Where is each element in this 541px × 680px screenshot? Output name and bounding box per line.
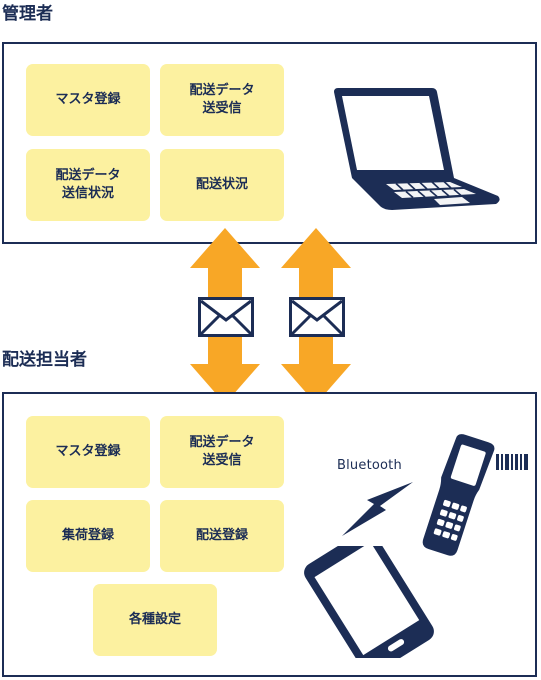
driver-section-title: 配送担当者 (2, 350, 87, 370)
driver-tile-delivery-data-exchange[interactable]: 配送データ 送受信 (160, 416, 284, 488)
smartphone-icon (304, 546, 434, 658)
bluetooth-label: Bluetooth (337, 458, 402, 473)
envelope-icon (198, 297, 254, 337)
driver-tile-settings[interactable]: 各種設定 (93, 584, 217, 656)
admin-tile-delivery-status[interactable]: 配送状況 (160, 149, 284, 221)
laptop-icon (334, 88, 500, 210)
barcode-scanner-icon (422, 434, 528, 556)
driver-tile-master-registration[interactable]: マスタ登録 (26, 416, 150, 488)
driver-tile-pickup-registration[interactable]: 集荷登録 (26, 500, 150, 572)
admin-section-title: 管理者 (2, 4, 53, 24)
driver-panel: マスタ登録 配送データ 送受信 集荷登録 配送登録 各種設定 Bluetooth (2, 392, 537, 677)
admin-tile-master-registration[interactable]: マスタ登録 (26, 64, 150, 136)
driver-tile-delivery-registration[interactable]: 配送登録 (160, 500, 284, 572)
admin-tile-delivery-data-exchange[interactable]: 配送データ 送受信 (160, 64, 284, 136)
admin-panel: マスタ登録 配送データ 送受信 配送データ 送信状況 配送状況 (2, 42, 537, 244)
envelope-icon (289, 297, 345, 337)
lightning-bolt-icon (342, 482, 413, 536)
admin-tile-delivery-data-send-status[interactable]: 配送データ 送信状況 (26, 149, 150, 221)
